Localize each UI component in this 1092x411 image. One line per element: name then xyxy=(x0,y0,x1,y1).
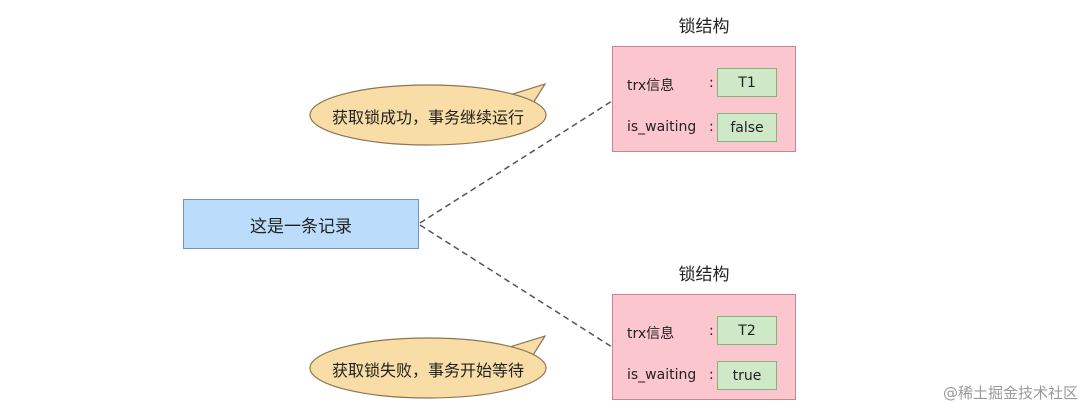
trx-info-value: T1 xyxy=(717,68,777,97)
trx-info-value: T2 xyxy=(717,316,777,345)
field-colon: : xyxy=(709,367,714,383)
is-waiting-value: false xyxy=(717,113,777,142)
watermark: @稀土掘金技术社区 xyxy=(942,384,1078,402)
is-waiting-value: true xyxy=(717,361,777,390)
connector-line-bottom xyxy=(419,224,613,348)
trx-info-label: trx信息 xyxy=(627,326,675,342)
record-label: 这是一条记录 xyxy=(250,216,352,237)
lock-title-1: 锁结构 xyxy=(678,17,730,37)
is-waiting-label: is_waiting xyxy=(627,367,697,383)
lock-struct-2: trx信息 : T2 is_waiting : true xyxy=(612,294,796,400)
record-box: 这是一条记录 xyxy=(183,199,419,249)
field-colon: : xyxy=(709,119,714,135)
field-colon: : xyxy=(709,75,714,91)
connector-line-top xyxy=(419,100,613,224)
speech-bubble-success xyxy=(309,82,547,146)
lock-struct-1: trx信息 : T1 is_waiting : false xyxy=(612,46,796,152)
field-colon: : xyxy=(709,323,714,339)
lock-title-2: 锁结构 xyxy=(678,265,730,285)
trx-info-label: trx信息 xyxy=(627,78,675,94)
is-waiting-label: is_waiting xyxy=(627,119,697,135)
speech-bubble-fail xyxy=(309,334,547,399)
bubble-text-success: 获取锁成功，事务继续运行 xyxy=(331,108,524,127)
bubble-text-fail: 获取锁失败，事务开始等待 xyxy=(331,361,524,380)
